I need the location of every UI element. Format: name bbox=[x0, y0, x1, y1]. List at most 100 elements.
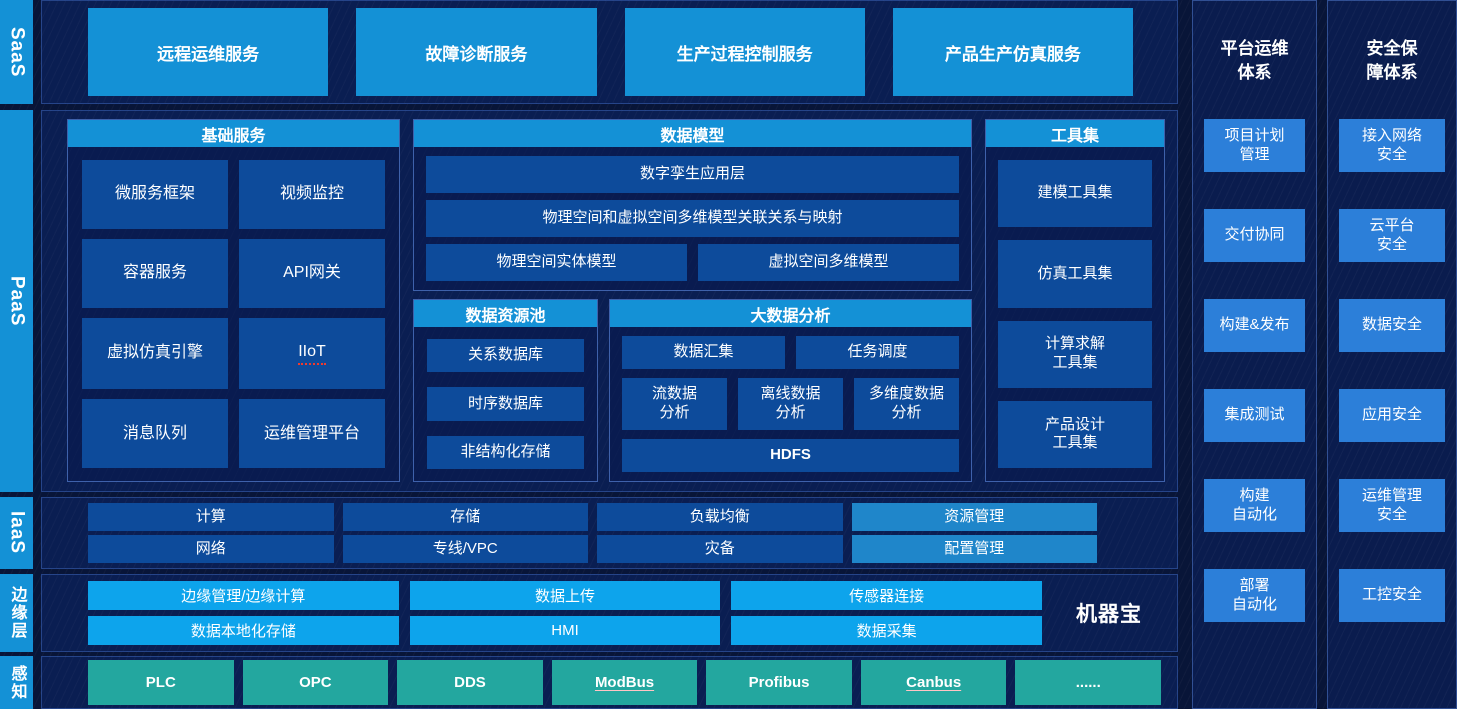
cell-network: 网络 bbox=[88, 535, 334, 563]
cell-leased-line-vpc: 专线/VPC bbox=[342, 535, 588, 563]
cell-container-service: 容器服务 bbox=[82, 238, 228, 308]
saas-row: 远程运维服务 故障诊断服务 生产过程控制服务 产品生产仿真服务 bbox=[41, 0, 1178, 104]
panel-platform-ops-title: 平台运维 体系 bbox=[1220, 39, 1289, 82]
cell-resource-management: 资源管理 bbox=[851, 503, 1097, 531]
section-basic-services-title: 基础服务 bbox=[68, 120, 399, 147]
section-big-data-title: 大数据分析 bbox=[610, 300, 971, 327]
panel-platform-ops-boxes: 项目计划 管理 交付协同 构建&发布 集成测试 构建 自动化 部署 自动化 bbox=[1204, 118, 1305, 622]
box-cloud-platform-security: 云平台 安全 bbox=[1339, 208, 1445, 262]
edge-column-1: 边缘管理/边缘计算 数据本地化存储 bbox=[88, 581, 399, 645]
cell-space-model-mapping: 物理空间和虚拟空间多维模型关联关系与映射 bbox=[426, 200, 959, 237]
paas-middle-column: 数据模型 数字孪生应用层 物理空间和虚拟空间多维模型关联关系与映射 物理空间实体… bbox=[413, 119, 972, 482]
cell-microservice-framework: 微服务框架 bbox=[82, 160, 228, 229]
cell-data-collection: 数据采集 bbox=[731, 616, 1043, 645]
layer-label-saas: SaaS bbox=[0, 0, 33, 104]
section-big-data: 大数据分析 数据汇集 任务调度 流数据 分析 离线数据 分析 多维度数据 分析 bbox=[609, 299, 972, 482]
cell-digital-twin-app-layer: 数字孪生应用层 bbox=[426, 156, 959, 193]
cell-virtual-simulation-engine: 虚拟仿真引擎 bbox=[82, 317, 228, 390]
saas-service-fault-diagnosis: 故障诊断服务 bbox=[356, 8, 597, 96]
cell-edge-management-computing: 边缘管理/边缘计算 bbox=[88, 581, 399, 610]
layer-label-edge-text: 边缘层 bbox=[8, 586, 26, 640]
cell-canbus-text: Canbus bbox=[906, 674, 962, 691]
edge-column-3: 传感器连接 数据采集 bbox=[731, 581, 1043, 645]
section-data-model-title: 数据模型 bbox=[414, 120, 971, 147]
cell-physical-space-entity-model: 物理空间实体模型 bbox=[426, 244, 687, 281]
iaas-row: 计算 存储 负载均衡 资源管理 网络 专线/VPC 灾备 配置管理 bbox=[41, 497, 1178, 569]
cell-data-upload: 数据上传 bbox=[409, 581, 721, 610]
layer-label-perception-text: 感知 bbox=[8, 664, 26, 701]
cell-virtual-space-multidim-model: 虚拟空间多维模型 bbox=[698, 244, 959, 281]
panel-platform-ops: 平台运维 体系 项目计划 管理 交付协同 构建&发布 集成测试 构建 自动化 部… bbox=[1192, 0, 1317, 709]
cell-compute: 计算 bbox=[88, 503, 334, 531]
perception-row: PLC OPC DDS ModBus Profibus Canbus .....… bbox=[41, 656, 1178, 709]
cell-modbus-text: ModBus bbox=[594, 674, 655, 691]
layer-label-saas-text: SaaS bbox=[6, 26, 28, 78]
cell-timeseries-db: 时序数据库 bbox=[427, 387, 584, 421]
box-application-security: 应用安全 bbox=[1339, 388, 1445, 442]
layer-label-iaas: IaaS bbox=[0, 497, 33, 569]
cell-data-aggregation: 数据汇集 bbox=[622, 336, 785, 370]
cell-plc: PLC bbox=[88, 660, 234, 705]
iaas-row-1: 计算 存储 负载均衡 资源管理 bbox=[88, 503, 1097, 531]
section-toolset: 工具集 建模工具集 仿真工具集 计算求解 工具集 产品设计 工具集 bbox=[985, 119, 1165, 482]
cell-stream-analysis: 流数据 分析 bbox=[622, 378, 727, 430]
cell-config-management: 配置管理 bbox=[851, 535, 1097, 563]
layer-label-edge: 边缘层 bbox=[0, 574, 33, 652]
box-access-network-security: 接入网络 安全 bbox=[1339, 118, 1445, 172]
box-delivery-collaboration: 交付协同 bbox=[1204, 208, 1305, 262]
cell-modbus: ModBus bbox=[551, 660, 698, 705]
cell-task-scheduling: 任务调度 bbox=[796, 336, 959, 370]
cell-simulation-toolset: 仿真工具集 bbox=[998, 240, 1152, 308]
section-data-model-body: 数字孪生应用层 物理空间和虚拟空间多维模型关联关系与映射 物理空间实体模型 虚拟… bbox=[414, 147, 971, 290]
box-data-security: 数据安全 bbox=[1339, 298, 1445, 352]
saas-service-process-control: 生产过程控制服务 bbox=[624, 8, 865, 96]
edge-column-2: 数据上传 HMI bbox=[409, 581, 721, 645]
box-build-and-release: 构建&发布 bbox=[1204, 298, 1305, 352]
section-basic-services: 基础服务 微服务框架 视频监控 容器服务 API网关 虚拟仿真引擎 IIoT 消… bbox=[67, 119, 400, 482]
cell-disaster-recovery: 灾备 bbox=[597, 535, 843, 563]
section-data-pool-body: 关系数据库 时序数据库 非结构化存储 bbox=[414, 327, 597, 481]
layer-label-paas: PaaS bbox=[0, 110, 33, 492]
cell-video-monitoring: 视频监控 bbox=[239, 160, 385, 229]
cell-storage: 存储 bbox=[342, 503, 588, 531]
box-deploy-automation: 部署 自动化 bbox=[1204, 568, 1305, 622]
panel-security-title: 安全保 障体系 bbox=[1366, 39, 1418, 82]
box-ops-management-security: 运维管理 安全 bbox=[1339, 478, 1445, 532]
box-project-plan-management: 项目计划 管理 bbox=[1204, 118, 1305, 172]
box-industrial-control-security: 工控安全 bbox=[1339, 568, 1445, 622]
section-data-pool: 数据资源池 关系数据库 时序数据库 非结构化存储 bbox=[413, 299, 598, 482]
cell-iiot-text: IIoT bbox=[298, 342, 326, 365]
cell-solver-toolset: 计算求解 工具集 bbox=[998, 320, 1152, 388]
box-build-automation: 构建 自动化 bbox=[1204, 478, 1305, 532]
box-integration-testing: 集成测试 bbox=[1204, 388, 1305, 442]
cell-api-gateway: API网关 bbox=[239, 238, 385, 308]
cell-hdfs: HDFS bbox=[622, 438, 959, 472]
paas-middle-bottom: 数据资源池 关系数据库 时序数据库 非结构化存储 大数据分析 数据汇集 任 bbox=[413, 299, 972, 482]
iaas-row-2: 网络 专线/VPC 灾备 配置管理 bbox=[88, 535, 1097, 563]
cell-offline-analysis: 离线数据 分析 bbox=[738, 378, 843, 430]
cell-iiot: IIoT bbox=[239, 317, 385, 390]
section-basic-services-body: 微服务框架 视频监控 容器服务 API网关 虚拟仿真引擎 IIoT 消息队列 运… bbox=[68, 147, 399, 481]
cell-load-balancing: 负载均衡 bbox=[597, 503, 843, 531]
panel-security-boxes: 接入网络 安全 云平台 安全 数据安全 应用安全 运维管理 安全 工控安全 bbox=[1339, 118, 1445, 622]
cell-sensor-connection: 传感器连接 bbox=[731, 581, 1043, 610]
main-content: 远程运维服务 故障诊断服务 生产过程控制服务 产品生产仿真服务 基础服务 微服务… bbox=[41, 0, 1178, 709]
cell-profibus: Profibus bbox=[706, 660, 852, 705]
cell-message-queue: 消息队列 bbox=[82, 399, 228, 468]
section-data-model: 数据模型 数字孪生应用层 物理空间和虚拟空间多维模型关联关系与映射 物理空间实体… bbox=[413, 119, 972, 291]
cell-dds: DDS bbox=[397, 660, 543, 705]
paas-row: 基础服务 微服务框架 视频监控 容器服务 API网关 虚拟仿真引擎 IIoT 消… bbox=[41, 110, 1178, 492]
cell-modeling-toolset: 建模工具集 bbox=[998, 160, 1152, 228]
layer-labels-column: SaaS PaaS IaaS 边缘层 感知 bbox=[0, 0, 33, 709]
section-data-pool-title: 数据资源池 bbox=[414, 300, 597, 327]
layer-label-perception: 感知 bbox=[0, 656, 33, 709]
cell-hmi: HMI bbox=[409, 616, 721, 645]
cell-ellipsis: ...... bbox=[1015, 660, 1162, 705]
cell-canbus: Canbus bbox=[860, 660, 1007, 705]
cell-multidim-analysis: 多维度数据 分析 bbox=[854, 378, 959, 430]
cell-relational-db: 关系数据库 bbox=[427, 339, 584, 373]
layer-label-paas-text: PaaS bbox=[6, 275, 28, 327]
layer-label-iaas-text: IaaS bbox=[6, 511, 28, 555]
edge-row: 边缘管理/边缘计算 数据本地化存储 数据上传 HMI 传感器连接 数据采集 机器… bbox=[41, 574, 1178, 652]
